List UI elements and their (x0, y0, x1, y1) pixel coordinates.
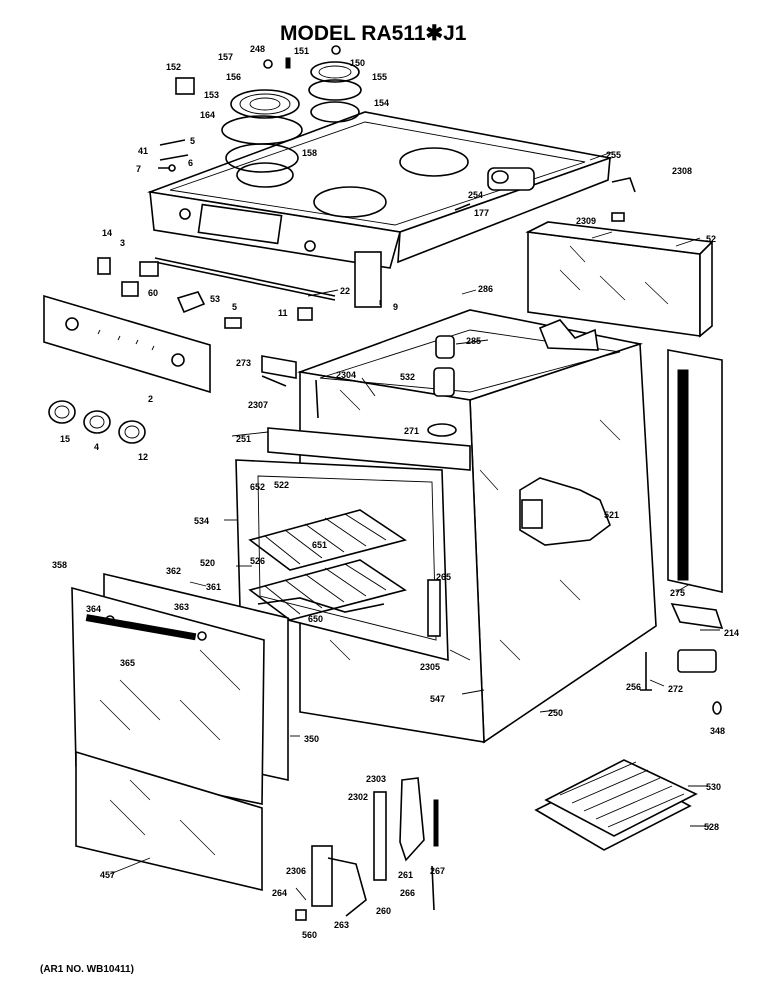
oven-liner (235, 427, 471, 662)
part-label: 2303 (366, 774, 386, 784)
part-label: 364 (86, 604, 101, 614)
part-label: 41 (138, 146, 148, 156)
part-label: 522 (274, 480, 289, 490)
part-label: 263 (334, 920, 349, 930)
part-label: 214 (724, 628, 739, 638)
part-label: 457 (100, 870, 115, 880)
part-label: 177 (474, 208, 489, 218)
part-label: 157 (218, 52, 233, 62)
part-label: 2309 (576, 216, 596, 226)
part-label: 358 (52, 560, 67, 570)
part-label: 14 (102, 228, 112, 238)
part-label: 264 (272, 888, 287, 898)
part-label: 11 (278, 308, 288, 318)
part-label: 2308 (672, 166, 692, 176)
part-label: 3 (120, 238, 125, 248)
part-label: 530 (706, 782, 721, 792)
part-label: 285 (466, 336, 481, 346)
part-label: 5 (190, 136, 195, 146)
part-label: 362 (166, 566, 181, 576)
part-label: 365 (120, 658, 135, 668)
part-label: 363 (174, 602, 189, 612)
part-label: 153 (204, 90, 219, 100)
door-hinges (295, 777, 439, 921)
footer-note: (AR1 NO. WB10411) (40, 964, 134, 975)
part-label: 52 (706, 234, 716, 244)
part-label: 286 (478, 284, 493, 294)
oven-door (71, 572, 289, 805)
backsplash-trim (525, 221, 714, 338)
part-label: 151 (294, 46, 309, 56)
part-label: 152 (166, 62, 181, 72)
part-label: 2306 (286, 866, 306, 876)
part-label: 15 (60, 434, 70, 444)
part-label: 4 (94, 442, 99, 452)
part-label: 652 (250, 482, 265, 492)
part-label: 256 (626, 682, 641, 692)
part-label: 155 (372, 72, 387, 82)
part-label: 261 (398, 870, 413, 880)
part-label: 528 (704, 822, 719, 832)
part-label: 9 (393, 302, 398, 312)
lower-hardware (640, 603, 724, 715)
side-panel (667, 349, 723, 593)
part-label: 251 (236, 434, 251, 444)
part-label: 560 (302, 930, 317, 940)
part-label: 534 (194, 516, 209, 526)
diagram-title: MODEL RA511✱J1 (280, 22, 467, 45)
part-label: 260 (376, 906, 391, 916)
part-label: 271 (404, 426, 419, 436)
control-knobs (48, 400, 146, 444)
part-label: 361 (206, 582, 221, 592)
part-label: 272 (668, 684, 683, 694)
part-label: 6 (188, 158, 193, 168)
part-label: 60 (148, 288, 158, 298)
part-label: 2 (148, 394, 153, 404)
part-label: 53 (210, 294, 220, 304)
part-label: 150 (350, 58, 365, 68)
part-label: 266 (400, 888, 415, 898)
surface-unit-large (221, 89, 303, 173)
part-label: 156 (226, 72, 241, 82)
part-label: 2304 (336, 370, 356, 380)
part-label: 532 (400, 372, 415, 382)
part-label: 651 (312, 540, 327, 550)
part-label: 7 (136, 164, 141, 174)
part-label: 250 (548, 708, 563, 718)
small-parts-top (158, 45, 636, 222)
part-label: 154 (374, 98, 389, 108)
part-label: 2305 (420, 662, 440, 672)
part-label: 273 (236, 358, 251, 368)
part-label: 265 (436, 572, 451, 582)
part-number-labels: 157 248 151 150 152 156 155 153 164 154 … (52, 44, 739, 940)
broiler-pan (534, 759, 698, 851)
part-label: 12 (138, 452, 148, 462)
part-label: 164 (200, 110, 215, 120)
part-label: 275 (670, 588, 685, 598)
part-label: 254 (468, 190, 483, 200)
part-label: 22 (340, 286, 350, 296)
cooktop (146, 111, 614, 269)
part-label: 267 (430, 866, 445, 876)
leader-lines (109, 151, 720, 901)
part-label: 526 (250, 556, 265, 566)
part-label: 520 (200, 558, 215, 568)
part-label: 255 (606, 150, 621, 160)
surface-unit-small (308, 61, 362, 123)
part-label: 5 (232, 302, 237, 312)
part-label: 2307 (248, 400, 268, 410)
part-label: 350 (304, 734, 319, 744)
part-label: 2302 (348, 792, 368, 802)
oven-racks (248, 509, 441, 637)
storage-drawer-panel (75, 750, 263, 892)
part-label: 521 (604, 510, 619, 520)
part-label: 248 (250, 44, 265, 54)
part-label: 650 (308, 614, 323, 624)
control-panel (43, 257, 336, 394)
part-label: 348 (710, 726, 725, 736)
part-label: 547 (430, 694, 445, 704)
part-label: 158 (302, 148, 317, 158)
